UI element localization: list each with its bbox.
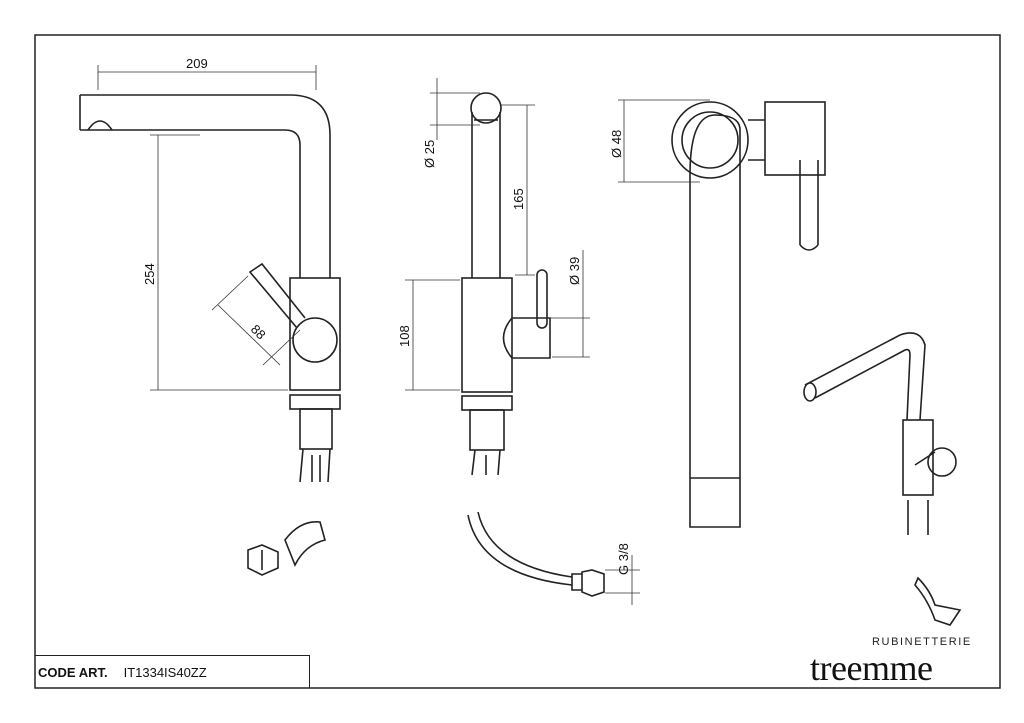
- dimension-body-height: 108: [397, 325, 412, 347]
- dimension-base-diameter: Ø 48: [609, 130, 624, 158]
- dimension-spout-height: 254: [142, 263, 157, 285]
- side-view: Ø 25 165 108 Ø 39 G 3/8: [397, 78, 640, 605]
- dimension-spout-diameter: Ø 25: [422, 140, 437, 168]
- logo-subtitle: RUBINETTERIE: [872, 636, 972, 648]
- brand-logo: RUBINETTERIE treemme: [810, 636, 1000, 688]
- dimension-spout-reach: 209: [186, 56, 208, 71]
- isometric-view: [803, 332, 962, 626]
- logo-brand: treemme: [810, 648, 933, 688]
- front-view: 209 254 88: [79, 56, 341, 576]
- code-art-value: IT1334IS40ZZ: [123, 664, 207, 680]
- title-block: CODE ART. IT1334IS40ZZ: [35, 655, 310, 688]
- dimension-lever-length: 88: [248, 322, 269, 343]
- code-art-label: CODE ART.: [38, 664, 108, 680]
- dimension-lever-diameter: Ø 39: [567, 257, 582, 285]
- sheet-frame: [34, 34, 1001, 689]
- dimension-hose-thread: G 3/8: [616, 543, 631, 575]
- top-view: Ø 48: [609, 99, 826, 528]
- dimension-spout-rise: 165: [511, 188, 526, 210]
